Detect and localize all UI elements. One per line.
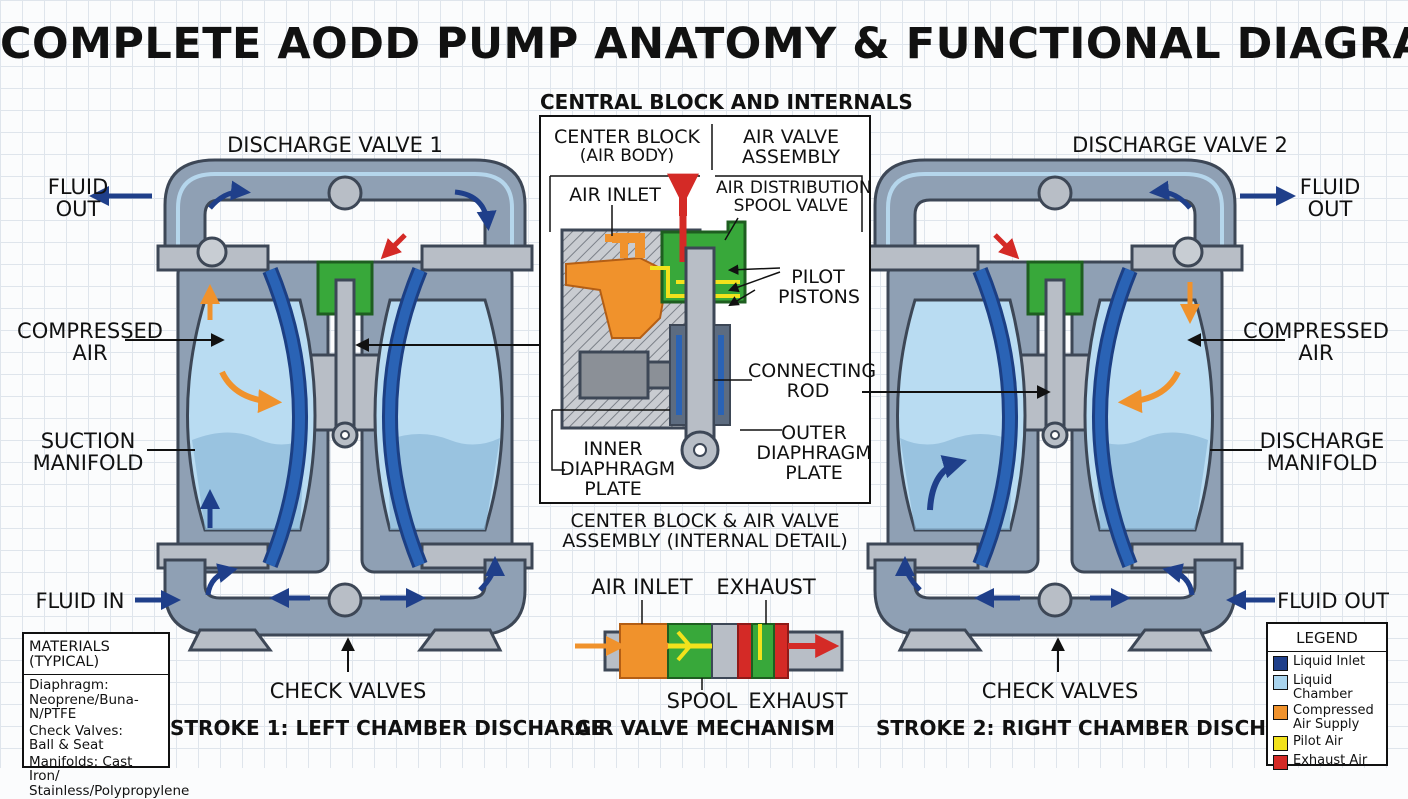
legend-item: Exhaust Air [1268, 751, 1386, 770]
left-check-valves-label: CHECK VALVES [269, 679, 427, 703]
mechanism-spool-label: SPOOL [666, 689, 738, 713]
mechanism-exhaust-top-label: EXHAUST [716, 575, 816, 599]
legend-heading: LEGEND [1268, 624, 1386, 652]
right-pump-drawing [868, 160, 1242, 650]
stroke-2-label: STROKE 2: RIGHT CHAMBER DISCHARGE [876, 716, 1327, 740]
central-heading: CENTRAL BLOCK AND INTERNALS [540, 90, 913, 114]
materials-row: Stainless/Polypropylene [29, 782, 190, 799]
page-title: COMPLETE AODD PUMP ANATOMY & FUNCTIONAL … [0, 19, 1408, 69]
air-inlet-label: AIR INLET [569, 184, 661, 206]
materials-row: Neoprene/Buna-N/PTFE [29, 691, 139, 722]
mechanism-air-inlet-label: AIR INLET [591, 575, 693, 599]
discharge-valve-1-label: DISCHARGE VALVE 1 [227, 133, 443, 157]
air-valve-mechanism-drawing [575, 600, 844, 690]
legend-swatch [1273, 754, 1288, 770]
pump-diagram-art [89, 115, 1296, 690]
materials-row: Diaphragm: [29, 677, 109, 694]
legend-box: LEGEND Liquid Inlet Liquid Chamber Compr… [1266, 622, 1388, 770]
materials-heading: MATERIALS (TYPICAL) [24, 634, 168, 676]
legend-swatch [1273, 675, 1288, 690]
center-block-label: CENTER BLOCK(AIR BODY) [554, 126, 700, 166]
central-detail-drawing [539, 115, 871, 504]
legend-swatch [1273, 735, 1288, 751]
right-check-valves-label: CHECK VALVES [981, 679, 1139, 703]
discharge-valve-2-label: DISCHARGE VALVE 2 [1072, 133, 1288, 157]
materials-row: Ball & Seat [29, 737, 104, 754]
right-fluid-out-bottom-label: FLUID OUT [1277, 589, 1389, 613]
fluid-in-label: FLUID IN [35, 589, 125, 613]
legend-item: Compressed Air Supply [1268, 701, 1386, 731]
air-valve-mechanism-title: AIR VALVE MECHANISM [575, 716, 835, 740]
stroke-1-label: STROKE 1: LEFT CHAMBER DISCHARGE [170, 716, 606, 740]
legend-swatch [1273, 656, 1288, 671]
mechanism-exhaust-bottom-label: EXHAUST [748, 689, 848, 713]
legend-item: Pilot Air [1268, 732, 1386, 751]
materials-box: MATERIALS (TYPICAL) Diaphragm: Neoprene/… [22, 632, 189, 798]
materials-row: Check Valves: [29, 722, 123, 739]
legend-item: Liquid Inlet [1268, 652, 1386, 671]
legend-item: Liquid Chamber [1268, 671, 1386, 701]
legend-swatch [1273, 705, 1288, 721]
left-pump-drawing [89, 160, 532, 650]
